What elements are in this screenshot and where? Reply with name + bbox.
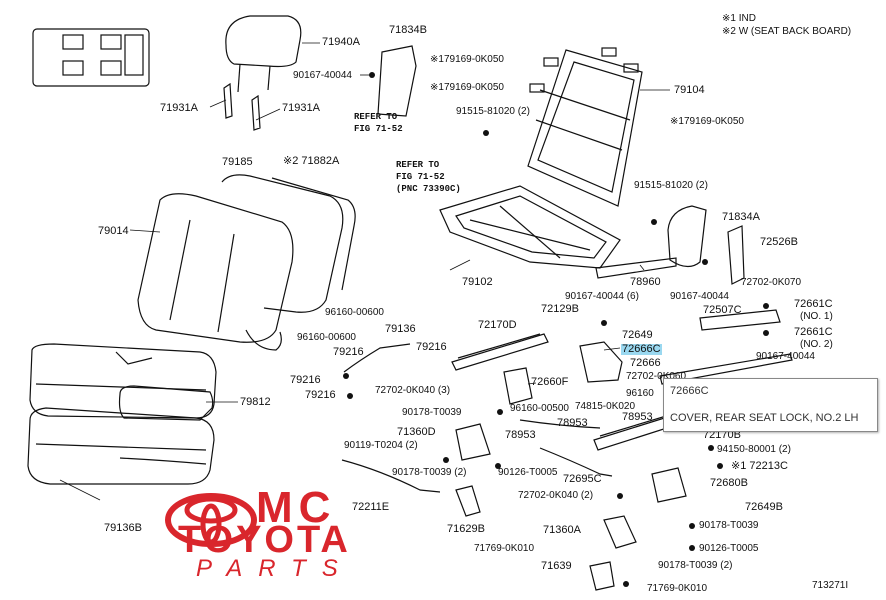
part-label[interactable]: 79014 — [98, 225, 129, 237]
part-label[interactable]: 96160-00600 — [325, 307, 384, 318]
refer-pnc-label[interactable]: (PNC 73390C) — [396, 184, 461, 194]
part-label[interactable]: ※179169-0K050 — [430, 54, 504, 65]
part-label[interactable]: 72680B — [710, 477, 748, 489]
tooltip-part-number: 72666C — [670, 385, 709, 397]
part-label[interactable]: 96160 — [626, 388, 654, 399]
part-label[interactable]: 72507C — [703, 304, 742, 316]
part-label[interactable]: ※1 72213C — [731, 460, 788, 472]
part-label[interactable]: 90167-40044 — [756, 351, 815, 362]
part-label[interactable]: 71360D — [397, 426, 436, 438]
part-label[interactable]: 71931A — [160, 102, 198, 114]
part-label[interactable]: 79812 — [240, 396, 271, 408]
part-label[interactable]: 71769-0K010 — [474, 543, 535, 554]
illustration-code: 713271I — [812, 580, 849, 591]
part-label[interactable]: 71629B — [447, 523, 485, 535]
part-label[interactable]: 90178-T0039 — [402, 407, 462, 418]
part-label[interactable]: 96160-00600 — [297, 332, 356, 343]
part-label[interactable]: 79102 — [462, 276, 493, 288]
seat-back-frame — [527, 47, 643, 207]
part-label[interactable]: 71360A — [543, 524, 581, 536]
watermark-toyota: TOYOTA — [178, 519, 351, 561]
part-label[interactable]: 71769-0K010 — [647, 583, 708, 594]
part-label[interactable]: 71639 — [541, 560, 572, 572]
part-label[interactable]: 96160-00500 — [510, 403, 569, 414]
headrest-drawing — [223, 15, 302, 131]
part-label[interactable]: ※2 71882A — [283, 155, 340, 167]
part-label[interactable]: 79216 — [305, 389, 336, 401]
part-label[interactable]: 72660F — [531, 376, 569, 388]
part-label[interactable]: (NO. 1) — [800, 311, 833, 322]
part-label[interactable]: 90167-40044 — [670, 291, 729, 302]
seat-position-icon — [32, 28, 150, 87]
part-label[interactable]: 79104 — [674, 84, 705, 96]
part-label-highlighted[interactable]: 72666C — [621, 343, 662, 355]
part-label[interactable]: 72649B — [745, 501, 783, 513]
part-label[interactable]: 72170B — [703, 429, 741, 441]
part-label[interactable]: 72702-0K040 (3) — [375, 385, 451, 396]
part-label[interactable]: 78953 — [557, 417, 588, 429]
note-2: ※2 W (SEAT BACK BOARD) — [722, 26, 852, 37]
part-label[interactable]: 79185 — [222, 156, 253, 168]
watermark-mc: MC — [256, 483, 337, 532]
watermark-parts: PARTS — [196, 555, 354, 582]
tooltip-description: COVER, REAR SEAT LOCK, NO.2 LH — [670, 412, 859, 424]
part-label[interactable]: 71834A — [722, 211, 760, 223]
part-label[interactable]: 71834B — [389, 24, 427, 36]
rear-seat-lock-72660F — [503, 367, 533, 405]
part-label[interactable]: 90178-T0039 (2) — [658, 560, 733, 571]
part-label[interactable]: 72129B — [541, 303, 579, 315]
toyota-logo — [165, 493, 257, 547]
part-label[interactable]: 79136B — [104, 522, 142, 534]
part-label[interactable]: 90119-T0204 (2) — [344, 440, 418, 451]
part-label[interactable]: 78953 — [622, 411, 653, 423]
part-label[interactable]: 79216 — [416, 341, 447, 353]
seat-cushion — [27, 343, 217, 485]
part-label[interactable]: 79216 — [290, 374, 321, 386]
note-1: ※1 IND — [722, 13, 756, 24]
part-label[interactable]: 90178-T0039 (2) — [392, 467, 467, 478]
part-label[interactable]: (NO. 2) — [800, 339, 833, 350]
part-label[interactable]: 72649 — [622, 329, 653, 341]
part-label[interactable]: 79216 — [333, 346, 364, 358]
part-label[interactable]: 74815-0K020 — [575, 401, 636, 412]
part-label[interactable]: 72702-0K070 — [741, 277, 802, 288]
part-label[interactable]: 72526B — [760, 236, 798, 248]
part-label[interactable]: 90167-40044 (6) — [565, 291, 639, 302]
part-label[interactable]: 72170D — [478, 319, 517, 331]
part-label[interactable]: 78960 — [630, 276, 661, 288]
part-label[interactable]: 90126-T0005 — [498, 467, 558, 478]
part-label[interactable]: 79136 — [385, 323, 416, 335]
refer-to-label[interactable]: REFER TO — [396, 160, 440, 170]
part-tooltip: 72666C COVER, REAR SEAT LOCK, NO.2 LH — [663, 378, 878, 432]
part-label[interactable]: 72702-0K040 (2) — [518, 490, 594, 501]
part-label[interactable]: 90167-40044 — [293, 70, 352, 81]
refer-fig-link[interactable]: FIG 71-52 — [354, 124, 403, 134]
part-label[interactable]: 94150-80001 (2) — [717, 444, 791, 455]
part-label[interactable]: 72661C — [794, 298, 833, 310]
notes: ※1 IND ※2 W (SEAT BACK BOARD) — [722, 12, 851, 38]
part-label[interactable]: 90126-T0005 — [699, 543, 759, 554]
part-label[interactable]: ※179169-0K050 — [670, 116, 744, 127]
part-label[interactable]: ※179169-0K050 — [430, 82, 504, 93]
refer-to-label[interactable]: REFER TO — [354, 112, 398, 122]
part-label[interactable]: 90178-T0039 — [699, 520, 759, 531]
part-label[interactable]: 72211E — [352, 501, 390, 513]
part-label[interactable]: 91515-81020 (2) — [456, 106, 530, 117]
side-cover-71834A — [667, 205, 707, 268]
cushion-frame — [439, 185, 621, 269]
part-label[interactable]: 72702-0K060 — [626, 371, 687, 382]
part-label[interactable]: 71940A — [322, 36, 360, 48]
part-label[interactable]: 71931A — [282, 102, 320, 114]
part-label[interactable]: 72666 — [630, 357, 661, 369]
seat-back-cushion — [137, 174, 356, 351]
part-label[interactable]: 72695C — [563, 473, 602, 485]
part-label[interactable]: 78953 — [505, 429, 536, 441]
part-label[interactable]: 91515-81020 (2) — [634, 180, 708, 191]
refer-fig-link[interactable]: FIG 71-52 — [396, 172, 445, 182]
part-label[interactable]: 72661C — [794, 326, 833, 338]
